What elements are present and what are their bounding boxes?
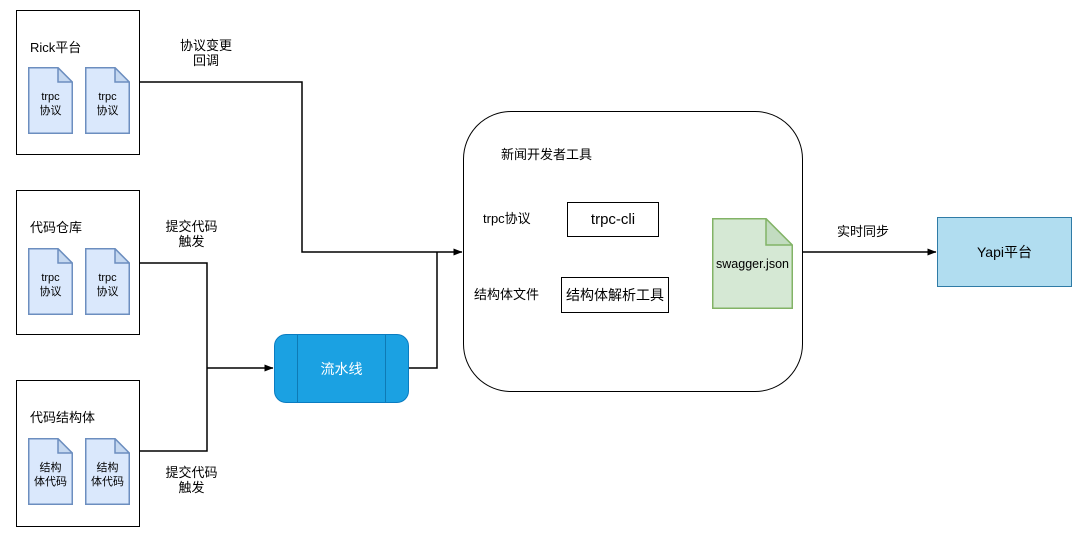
document-icon: trpc 协议 bbox=[85, 67, 130, 134]
document-label: 结构 体代码 bbox=[91, 461, 124, 488]
node-pipeline: 流水线 bbox=[274, 334, 409, 403]
pipeline-label: 流水线 bbox=[320, 360, 363, 377]
swagger-json-document-icon: swagger.json bbox=[712, 218, 793, 309]
node-rick-platform: Rick平台 trpc 协议 trpc 协议 bbox=[16, 10, 140, 155]
edge-repo-struct-junction bbox=[140, 262, 208, 452]
edge-label-protocol-change-callback: 协议变更 回调 bbox=[179, 38, 232, 68]
document-icon: trpc 协议 bbox=[28, 248, 73, 315]
document-label: trpc 协议 bbox=[39, 271, 62, 298]
node-code-struct: 代码结构体 结构 体代码 结构 体代码 bbox=[16, 380, 140, 527]
node-code-repo: 代码仓库 trpc 协议 trpc 协议 bbox=[16, 190, 140, 335]
document-icon: trpc 协议 bbox=[28, 67, 73, 134]
struct-parser-label: 结构体解析工具 bbox=[566, 287, 664, 303]
document-label: trpc 协议 bbox=[39, 90, 62, 117]
edge-label-commit-trigger-lower: 提交代码 触发 bbox=[165, 465, 218, 495]
edge-pipeline-to-devtools bbox=[409, 252, 438, 369]
document-icon: trpc 协议 bbox=[85, 248, 130, 315]
swagger-json-label: swagger.json bbox=[716, 256, 789, 271]
node-dev-tools: 新闻开发者工具 trpc协议 trpc-cli 结构体文件 结构体解析工具 sw… bbox=[463, 111, 803, 392]
document-label: trpc 协议 bbox=[96, 90, 119, 117]
node-yapi: Yapi平台 bbox=[937, 217, 1072, 287]
edge-label-realtime-sync: 实时同步 bbox=[836, 224, 889, 239]
node-struct-parser: 结构体解析工具 bbox=[561, 277, 669, 313]
document-icon: 结构 体代码 bbox=[28, 438, 73, 505]
document-icon: 结构 体代码 bbox=[85, 438, 130, 505]
rick-platform-title: Rick平台 bbox=[30, 40, 82, 55]
input-struct-label: 结构体文件 bbox=[474, 287, 540, 302]
edge-label-commit-trigger-upper: 提交代码 触发 bbox=[165, 219, 218, 249]
yapi-label: Yapi平台 bbox=[977, 244, 1032, 260]
code-struct-title: 代码结构体 bbox=[30, 410, 96, 425]
pipeline-right-bar bbox=[384, 335, 386, 402]
node-trpc-cli: trpc-cli bbox=[567, 202, 659, 237]
pipeline-left-bar bbox=[297, 335, 299, 402]
code-repo-title: 代码仓库 bbox=[30, 220, 83, 235]
trpc-cli-label: trpc-cli bbox=[590, 211, 636, 228]
input-trpc-label: trpc协议 bbox=[483, 211, 531, 226]
document-label: 结构 体代码 bbox=[34, 461, 67, 488]
dev-tools-title: 新闻开发者工具 bbox=[501, 147, 593, 162]
document-label: trpc 协议 bbox=[96, 271, 119, 298]
